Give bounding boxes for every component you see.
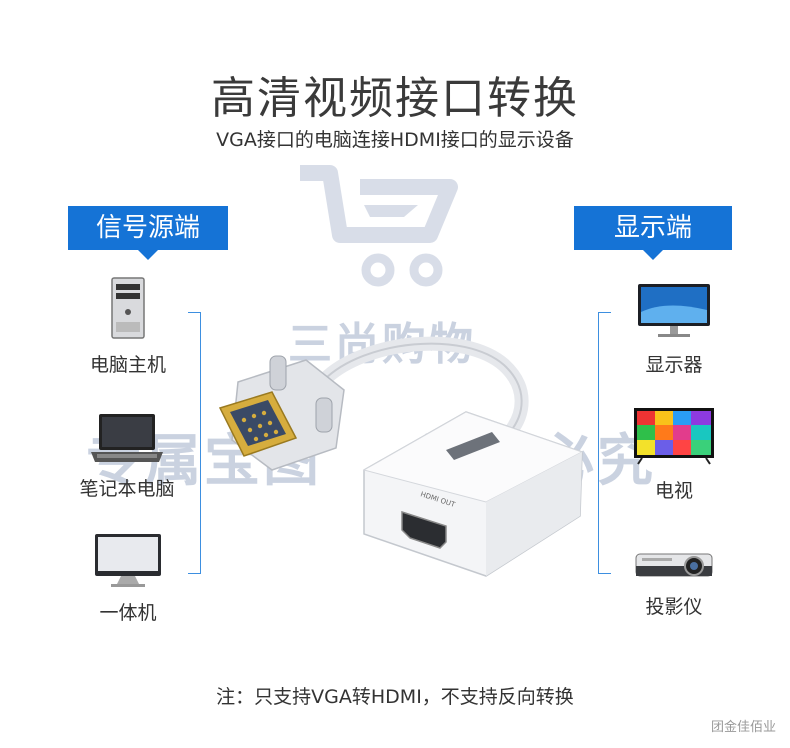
device-laptop: 笔记本电脑 [72, 412, 182, 501]
device-projector: 投影仪 [620, 548, 728, 619]
laptop-icon [91, 414, 163, 462]
device-caption: 电脑主机 [89, 354, 166, 376]
page-title: 高清视频接口转换 [211, 73, 579, 124]
display-label: 显示端 [574, 206, 732, 260]
device-caption: 一体机 [99, 602, 157, 624]
source-bracket [188, 312, 201, 574]
vga-hdmi-adapter-illustration: HDMI OUT [218, 336, 584, 577]
all-in-one-icon [95, 534, 161, 587]
brand-logo-text: 团金佳佰业 [710, 720, 776, 735]
page-subtitle: VGA接口的电脑连接HDMI接口的显示设备 [216, 129, 574, 151]
device-caption: 笔记本电脑 [79, 478, 175, 500]
device-caption: 投影仪 [645, 596, 703, 618]
display-bracket [598, 312, 611, 574]
device-desktop: 电脑主机 [80, 276, 176, 377]
desktop-tower-icon [111, 277, 145, 339]
projector-icon [635, 553, 713, 577]
device-caption: 显示器 [645, 354, 703, 376]
device-monitor: 显示器 [626, 282, 722, 377]
device-all-in-one: 一体机 [80, 532, 176, 625]
monitor-icon [638, 284, 710, 337]
device-tv: 电视 [626, 406, 722, 503]
tv-icon [634, 408, 714, 465]
cart-watermark-icon [300, 165, 458, 287]
footer-note: 注：只支持VGA转HDMI，不支持反向转换 [216, 686, 574, 708]
source-label: 信号源端 [68, 206, 228, 260]
device-caption: 电视 [654, 480, 693, 502]
